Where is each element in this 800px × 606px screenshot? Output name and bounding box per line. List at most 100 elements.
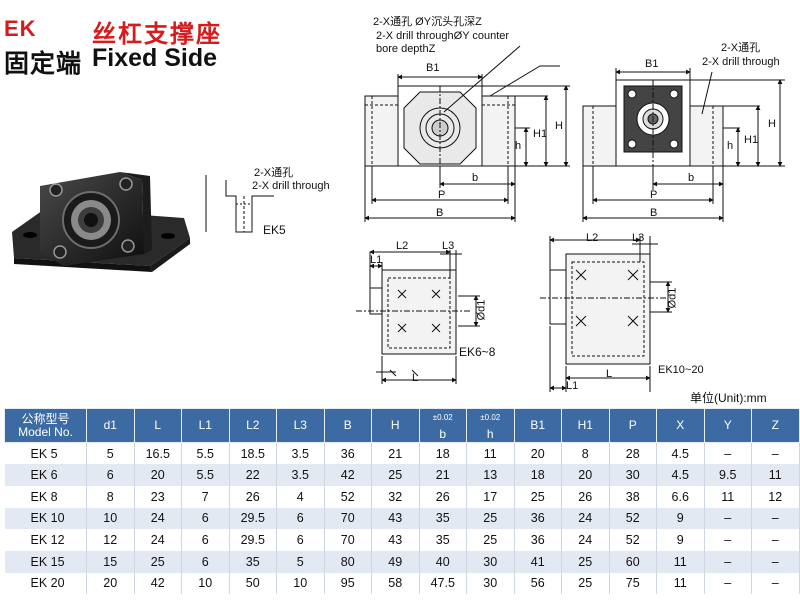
table-cell: 75 [609, 572, 657, 595]
dim-h-mid: h [515, 140, 522, 152]
table-cell: 25 [134, 550, 182, 573]
table-cell: 40 [419, 550, 467, 573]
table-cell: 13 [466, 464, 515, 486]
table-cell: 28 [609, 442, 657, 465]
dim-d1-ek6-8: Ød1 [475, 299, 488, 321]
header-l: L [133, 408, 182, 443]
table-cell: 10 [276, 572, 325, 595]
table-cell: 21 [419, 464, 467, 486]
table-cell: 30 [466, 572, 515, 595]
table-cell: 32 [371, 485, 420, 508]
table-cell: 6 [181, 550, 230, 573]
dim-H-mid: H [555, 120, 563, 132]
dim-l2-ek6-8: L2 [396, 240, 409, 252]
counter-hole-label-en: 2-X drill throughØY counter [376, 30, 510, 42]
header-l3: L3 [276, 408, 325, 443]
unit-label: 单位(Unit):mm [690, 391, 767, 405]
table-cell: 26 [419, 485, 467, 508]
product-photo [12, 172, 190, 272]
table-cell: 11 [466, 442, 515, 465]
dim-d1-ek10-20: Ød1 [666, 287, 679, 309]
dim-b1-mid: B1 [426, 62, 440, 74]
dim-l1-ek6-8: L1 [370, 254, 383, 266]
table-cell: 42 [134, 572, 182, 595]
dim-h1-mid: H1 [533, 128, 548, 140]
dim-B-mid: B [436, 207, 444, 219]
table-cell: 8 [86, 485, 135, 508]
table-cell: 6 [181, 507, 230, 530]
table-cell: 35 [419, 507, 467, 530]
table-cell-model: EK 5 [4, 442, 87, 465]
table-cell: 9.5 [704, 464, 752, 486]
table-cell: 10 [86, 507, 135, 530]
table-cell: 60 [609, 550, 657, 573]
table-cell: 12 [751, 485, 800, 508]
table-cell: 29.5 [229, 529, 277, 551]
table-cell: 25 [466, 507, 515, 530]
dim-h1-right: H1 [744, 134, 759, 146]
header-h1: H1 [561, 408, 610, 443]
table-cell: 20 [134, 464, 182, 486]
table-cell: 47.5 [419, 572, 467, 595]
ek10-20-label: EK10~20 [658, 364, 704, 376]
table-cell: 25 [561, 572, 610, 595]
table-cell: 12 [86, 529, 135, 551]
table-cell: 6 [86, 464, 135, 486]
dim-l3-ek6-8: L3 [442, 240, 455, 252]
header-l1: L1 [181, 408, 230, 443]
table-cell: 25 [514, 485, 562, 508]
table-cell: 35 [419, 529, 467, 551]
table-cell: – [751, 572, 800, 595]
table-cell: 22 [229, 464, 277, 486]
table-cell: 30 [466, 550, 515, 573]
table-cell: 11 [751, 464, 800, 486]
counter-hole-label-cn: 2-X通孔 ØY沉头孔深Z [373, 16, 482, 28]
table-cell: 7 [181, 485, 230, 508]
table-cell: 52 [609, 507, 657, 530]
header-H: H [371, 408, 420, 443]
series-code: EK [4, 16, 37, 41]
table-cell-model: EK 15 [4, 550, 87, 573]
subtitle-english: Fixed Side [92, 44, 218, 72]
table-cell: 36 [514, 529, 562, 551]
table-cell: 25 [371, 464, 420, 486]
table-cell: 35 [229, 550, 277, 573]
table-cell: 80 [324, 550, 372, 573]
dim-B-right: B [650, 207, 658, 219]
dim-b1-right: B1 [645, 58, 659, 70]
technical-drawings [12, 45, 785, 392]
header-z: Z [751, 408, 800, 443]
table-cell: 16.5 [134, 442, 182, 465]
table-cell: 4 [276, 485, 325, 508]
ek5-label: EK5 [263, 223, 286, 237]
table-cell: 36 [324, 442, 372, 465]
table-cell: 11 [656, 550, 705, 573]
drill-label-cn-right: 2-X通孔 [721, 42, 761, 54]
header-d1: d1 [86, 408, 135, 443]
table-cell: 42 [324, 464, 372, 486]
table-cell: 56 [514, 572, 562, 595]
table-cell: 50 [229, 572, 277, 595]
table-cell: 70 [324, 507, 372, 530]
table-cell: – [751, 529, 800, 551]
table-cell: 3.5 [276, 442, 325, 465]
table-cell: 41 [514, 550, 562, 573]
counter-hole-label-en-2: bore depthZ [376, 43, 436, 55]
table-cell-model: EK 6 [4, 464, 87, 486]
table-cell: 8 [561, 442, 610, 465]
drill-label-en-ek5: 2-X drill through [252, 180, 330, 192]
table-cell: – [751, 507, 800, 530]
table-cell: 24 [561, 529, 610, 551]
table-cell: 18 [514, 464, 562, 486]
table-cell: 52 [324, 485, 372, 508]
table-cell: – [704, 529, 752, 551]
table-cell: 70 [324, 529, 372, 551]
table-cell: – [704, 572, 752, 595]
dim-H-right: H [768, 118, 776, 130]
header-y: Y [703, 408, 752, 443]
